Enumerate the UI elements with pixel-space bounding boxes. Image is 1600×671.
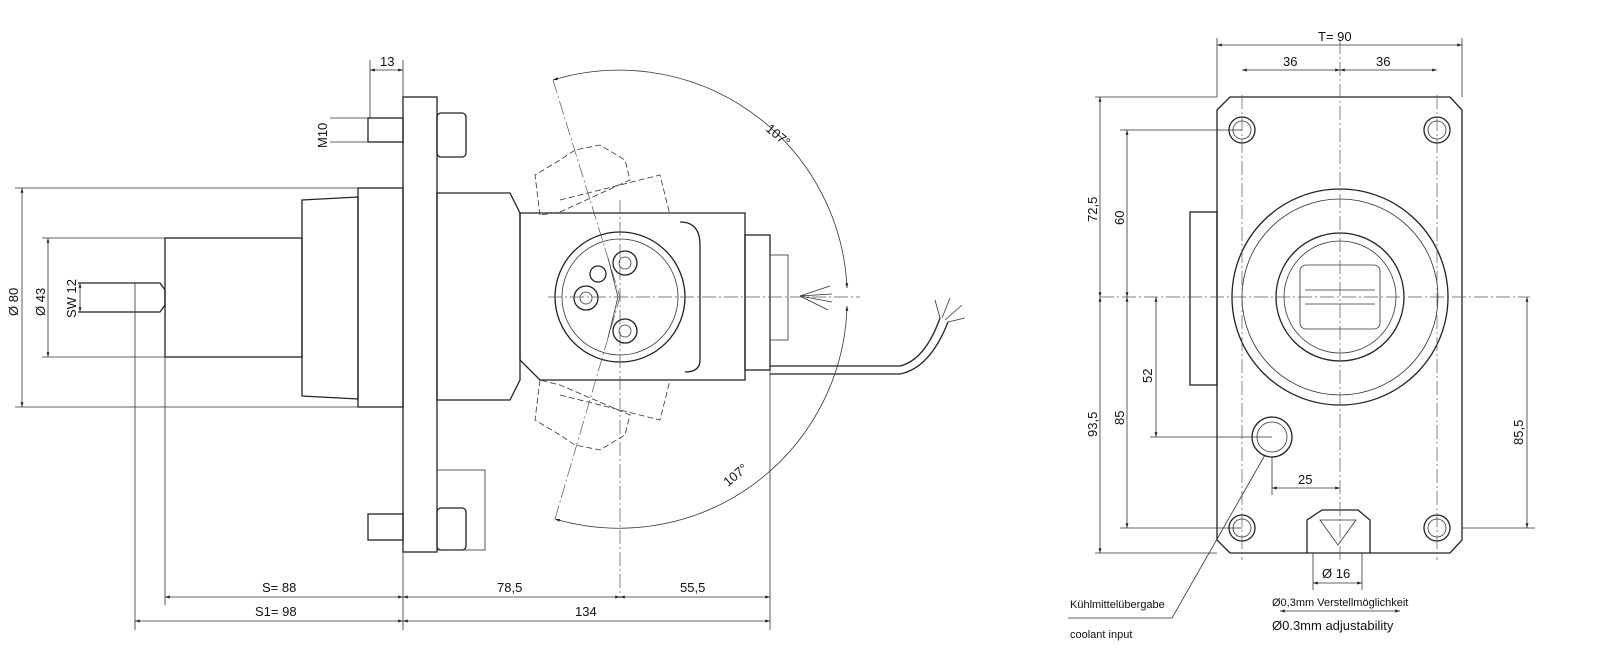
angle-bottom-label: 107° xyxy=(720,461,750,490)
dim-s: S= 88 xyxy=(262,580,296,595)
front-view: T= 90 36 36 72,5 60 93,5 85 52 85,5 25 Ø… xyxy=(1068,29,1535,641)
angle-arc-top xyxy=(552,69,849,289)
side-view: 107° 107° 13 M10 Ø 80 Ø 43 SW 12 S= 88 S… xyxy=(6,54,966,630)
dim-25: 25 xyxy=(1298,472,1312,487)
cable-edge xyxy=(770,321,949,375)
dim-85: 85 xyxy=(1112,411,1127,425)
bolt-bottom xyxy=(367,513,404,541)
dim-sw12: SW 12 xyxy=(64,279,79,318)
dim-78-5: 78,5 xyxy=(497,580,522,595)
angle-arc-bottom xyxy=(554,305,849,529)
shank xyxy=(164,237,303,358)
coolant-leader xyxy=(1068,454,1266,619)
collar xyxy=(301,196,359,400)
dim-93-5: 93,5 xyxy=(1085,412,1100,437)
dim-60: 60 xyxy=(1112,211,1127,225)
cable-wires xyxy=(934,297,966,323)
dim-d16: Ø 16 xyxy=(1322,566,1350,581)
flange-outline xyxy=(1216,96,1463,554)
angle-head-housing xyxy=(519,212,746,381)
neck xyxy=(436,192,521,401)
bolt-top xyxy=(367,117,404,143)
dim-85-5: 85,5 xyxy=(1511,420,1526,445)
dim-t: T= 90 xyxy=(1318,29,1352,44)
dim-55-5: 55,5 xyxy=(680,580,705,595)
cable xyxy=(770,317,941,367)
flange-plate xyxy=(402,96,438,553)
dim-m10: M10 xyxy=(315,123,330,148)
dim-72-5: 72,5 xyxy=(1085,197,1100,222)
rotated-position-bottom xyxy=(534,379,671,451)
coolant-label-en: coolant input xyxy=(1070,629,1132,641)
connector xyxy=(744,234,771,371)
adjust-label-de: Ø0,3mm Verstellmöglichkeit xyxy=(1272,597,1408,609)
adjust-label-en: Ø0.3mm adjustability xyxy=(1272,618,1394,633)
body-flange-ring xyxy=(357,187,404,408)
dim-52: 52 xyxy=(1140,369,1155,383)
coolant-label-de: Kühlmittelübergabe xyxy=(1070,599,1165,611)
dim-d80: Ø 80 xyxy=(6,288,21,316)
coolant-spray xyxy=(799,285,833,311)
bolt-head-top xyxy=(436,112,467,158)
dim-36-left: 36 xyxy=(1283,54,1297,69)
rotated-position-top xyxy=(534,144,671,216)
bolt-head-bottom xyxy=(436,507,467,551)
dim-13: 13 xyxy=(380,54,394,69)
foot-block xyxy=(436,469,486,551)
connector-nut xyxy=(769,254,789,341)
hex-adjuster xyxy=(1306,509,1371,553)
dim-s1: S1= 98 xyxy=(255,604,297,619)
dim-134: 134 xyxy=(575,604,597,619)
dim-d43: Ø 43 xyxy=(33,288,48,316)
side-block xyxy=(1189,211,1218,386)
hex-inner xyxy=(1319,519,1357,546)
dim-36-right: 36 xyxy=(1376,54,1390,69)
sw12-tip xyxy=(78,282,166,313)
